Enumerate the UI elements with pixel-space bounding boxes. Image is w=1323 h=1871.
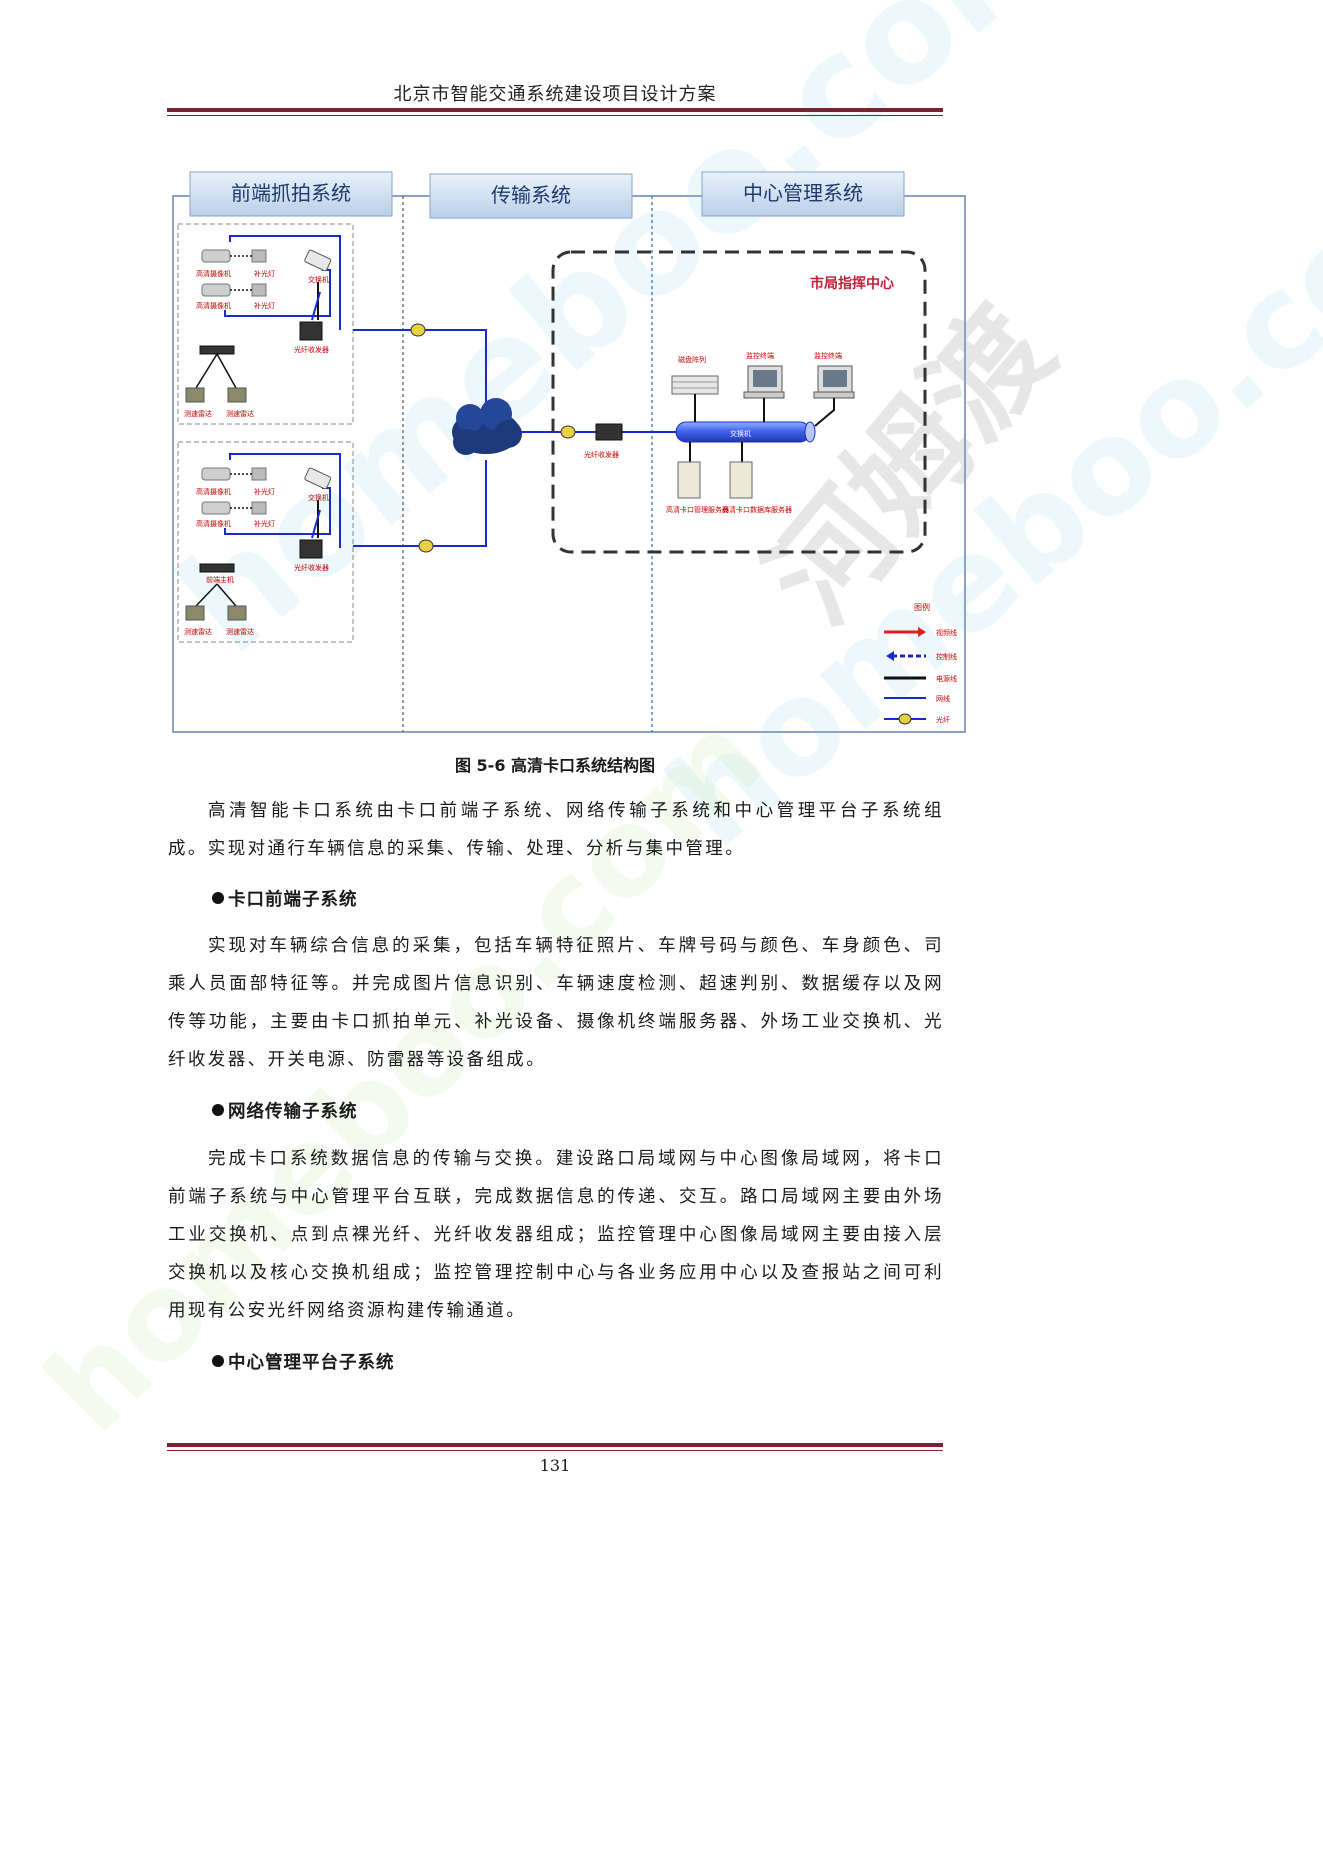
fill-light-icon [251,249,267,263]
label-fill-light: 补光灯 [254,487,275,496]
legend-item-fiber: 光纤 [884,713,950,725]
bullet-dot-icon [212,1104,224,1116]
front-host-icon [199,345,235,355]
bullet-front-subsystem: 卡口前端子系统 [212,886,358,911]
label-db-server: 高清卡口数据库服务器 [722,505,792,514]
system-diagram: 前端抓拍系统 传输系统 中心管理系统 高清摄像机 补光灯 高清摄像机 补光灯 交… [170,170,970,738]
bullet-center-subsystem: 中心管理平台子系统 [212,1349,395,1374]
section-center-label: 中心管理系统 [743,181,863,205]
label-fiber-transceiver: 光纤收发器 [294,563,329,572]
figure-caption: 图 5-6 高清卡口系统结构图 [454,756,656,775]
command-center-title: 市局指挥中心 [810,275,894,292]
speed-radar-icon [227,605,247,621]
camera-icon [201,467,231,481]
label-switch: 交换机 [308,275,329,284]
monitor-terminal-icon [813,365,855,399]
legend-label-power: 电源线 [936,674,957,683]
section-transport-label: 传输系统 [491,183,571,207]
switch-icon [304,467,332,490]
disk-array-icon [671,375,719,395]
legend-label-video: 视频线 [936,628,957,637]
legend-label-network: 网线 [936,694,950,703]
header-rule-thin [167,115,943,116]
fiber-connector-icon [560,425,576,439]
label-camera: 高清摄像机 [196,301,231,310]
label-camera: 高清摄像机 [196,269,231,278]
label-speed-radar: 测速雷达 [184,409,212,418]
front-subsystem-paragraph: 实现对车辆综合信息的采集，包括车辆特征照片、车牌号码与颜色、车身颜色、司乘人员面… [168,936,944,1070]
intro-paragraph: 高清智能卡口系统由卡口前端子系统、网络传输子系统和中心管理平台子系统组成。实现对… [168,801,944,859]
label-core-switch: 交换机 [730,429,751,438]
fiber-transceiver-icon [299,321,323,341]
db-server-icon [729,461,753,499]
legend-title: 图例 [914,602,930,612]
label-center-fiber-transceiver: 光纤收发器 [584,450,619,459]
speed-radar-icon [185,387,205,403]
label-monitor-terminal: 监控终端 [814,351,842,360]
legend-label-fiber: 光纤 [936,715,950,724]
page-header-title: 北京市智能交通系统建设项目设计方案 [393,84,717,105]
label-mgmt-server: 高清卡口管理服务器 [666,505,729,514]
switch-icon [304,249,332,272]
center-fiber-transceiver-icon [595,423,623,441]
front-group-1: 高清摄像机 补光灯 高清摄像机 补光灯 交换机 光纤收发器 测速雷达 测速雷达 [177,223,354,425]
bullet-network-subsystem: 网络传输子系统 [212,1098,358,1123]
footer-rule-thin [167,1450,943,1451]
label-camera: 高清摄像机 [196,487,231,496]
bullet-network-title: 网络传输子系统 [228,1102,358,1122]
transport-links: 光纤收发器 [353,323,680,553]
label-camera: 高清摄像机 [196,519,231,528]
section-header-front: 前端抓拍系统 [189,171,393,217]
camera-icon [201,283,231,297]
fill-light-icon [251,467,267,481]
fiber-connector-icon [410,323,426,337]
fiber-connector-icon [418,539,434,553]
label-fill-light: 补光灯 [254,269,275,278]
speed-radar-icon [185,605,205,621]
network-cloud-icon [452,398,522,455]
bullet-front-title: 卡口前端子系统 [228,890,358,910]
label-speed-radar: 测速雷达 [226,409,254,418]
camera-icon [201,249,231,263]
section-front-label: 前端抓拍系统 [231,181,351,205]
fill-light-icon [251,501,267,515]
label-speed-radar: 测速雷达 [184,627,212,636]
legend-label-control: 控制线 [936,652,957,661]
network-subsystem-paragraph: 完成卡口系统数据信息的传输与交换。建设路口局域网与中心图像局域网，将卡口前端子系… [168,1149,944,1321]
footer-rule [167,1443,943,1447]
page-number: 131 [539,1456,571,1475]
monitor-terminal-icon [743,365,785,399]
legend-item-network: 网线 [884,694,950,703]
command-center: 市局指挥中心 交换机 磁盘阵列 监控终端 监控终端 高清卡口管理服务器 [551,250,927,554]
label-fiber-transceiver: 光纤收发器 [294,345,329,354]
label-front-host: 前端主机 [206,575,234,584]
front-group-2: 高清摄像机 补光灯 高清摄像机 补光灯 交换机 光纤收发器 前端主机 测速雷达 … [177,441,354,643]
label-fill-light: 补光灯 [254,301,275,310]
camera-icon [201,501,231,515]
legend-item-control: 控制线 [886,651,957,661]
section-header-transport: 传输系统 [429,173,633,219]
bullet-center-title: 中心管理平台子系统 [228,1353,395,1373]
legend-item-power: 电源线 [884,674,957,683]
mgmt-server-icon [677,461,701,499]
bullet-dot-icon [212,892,224,904]
section-header-center: 中心管理系统 [701,171,905,217]
front-host-icon [199,563,235,573]
label-speed-radar: 测速雷达 [226,627,254,636]
legend-item-video: 视频线 [884,627,957,637]
header-rule [167,108,943,112]
label-monitor-terminal: 监控终端 [746,351,774,360]
speed-radar-icon [227,387,247,403]
fill-light-icon [251,283,267,297]
fiber-transceiver-icon [299,539,323,559]
label-fill-light: 补光灯 [254,519,275,528]
bullet-dot-icon [212,1355,224,1367]
label-disk-array: 磁盘阵列 [678,355,706,364]
label-switch: 交换机 [308,493,329,502]
legend: 图例 视频线 控制线 电源线 网线 光纤 [884,602,957,725]
